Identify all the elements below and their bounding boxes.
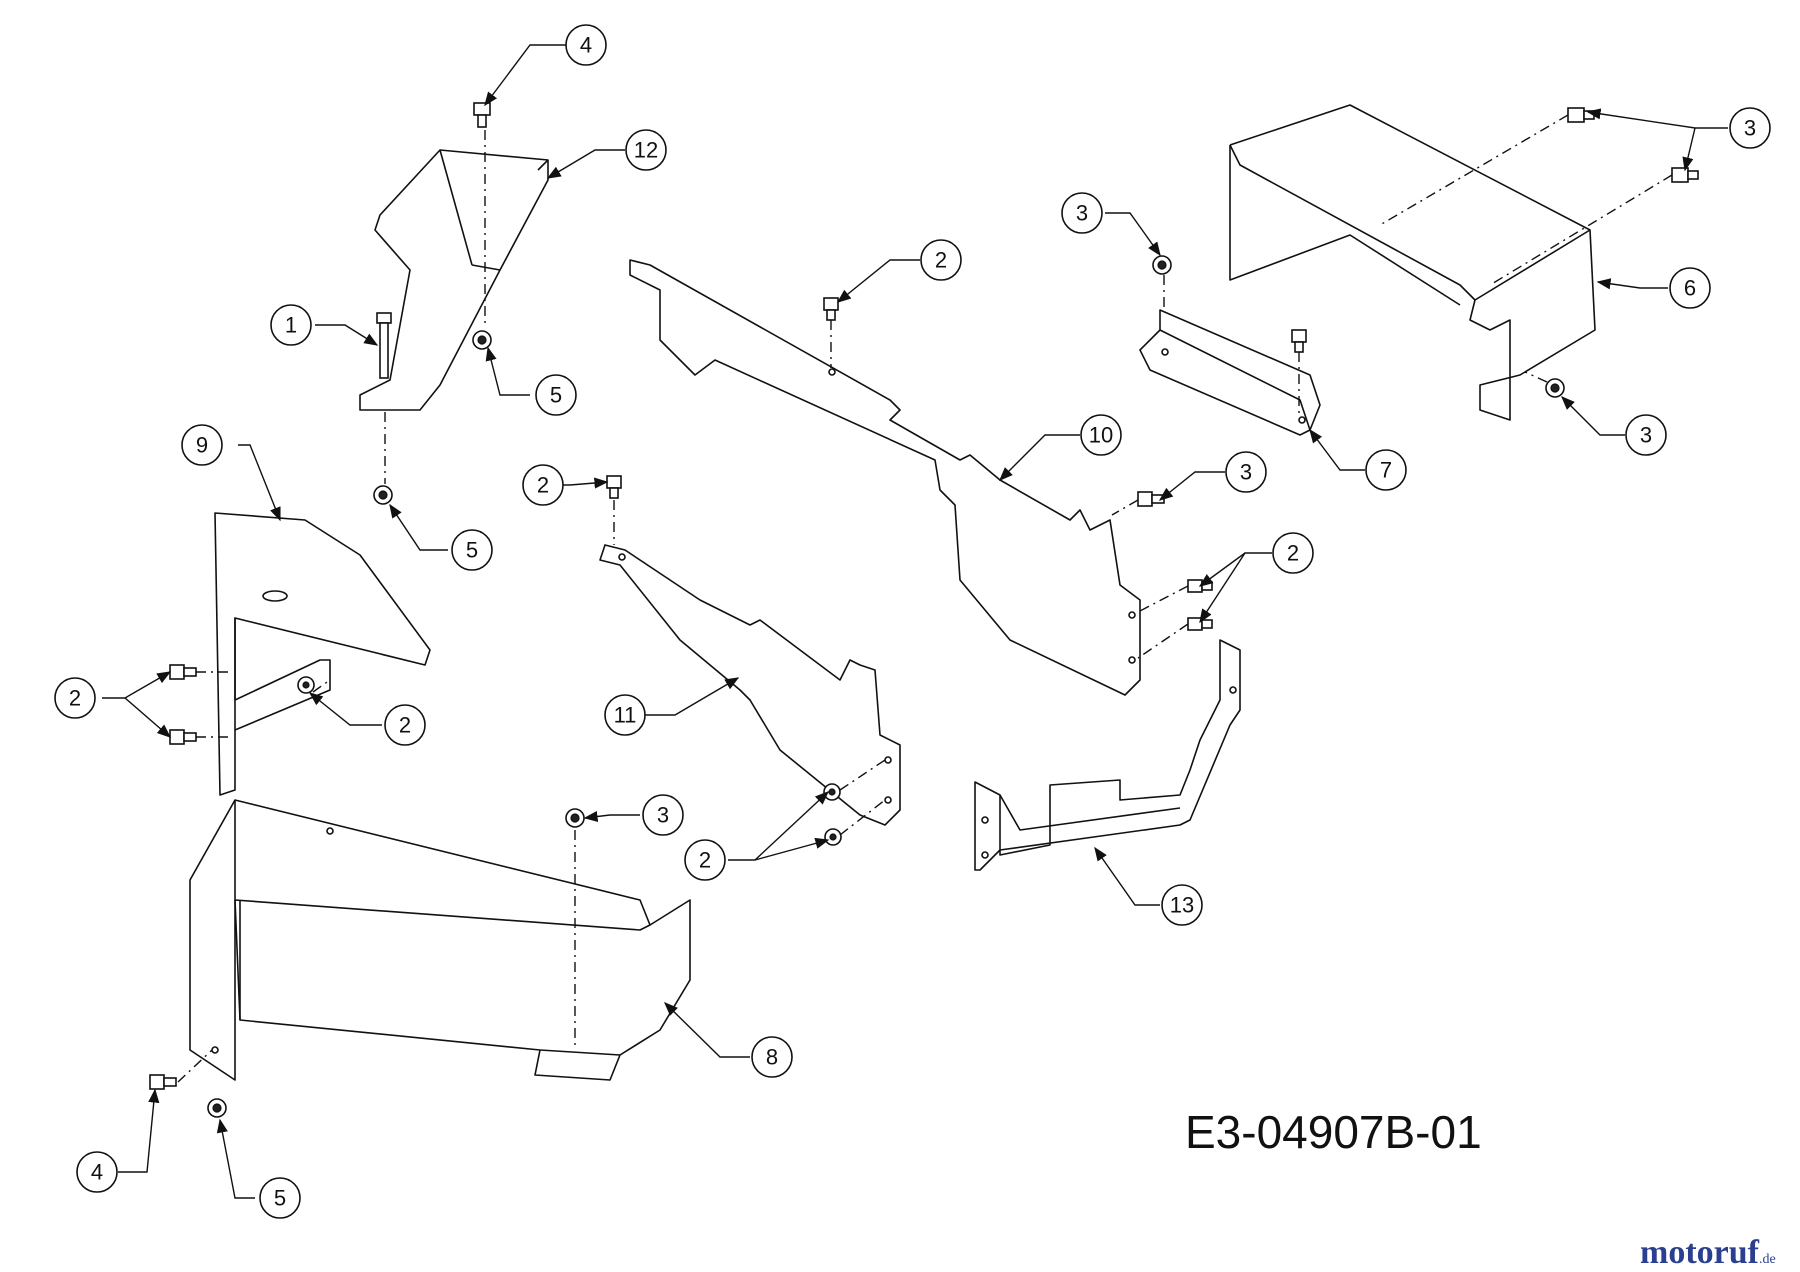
svg-text:3: 3 — [1744, 116, 1756, 141]
svg-text:5: 5 — [550, 383, 562, 408]
svg-text:4: 4 — [580, 33, 592, 58]
svg-text:6: 6 — [1684, 276, 1696, 301]
callout: 8 — [751, 1036, 793, 1078]
svg-text:10: 10 — [1089, 423, 1113, 448]
svg-text:2: 2 — [69, 686, 81, 711]
part-7-angle — [1139, 309, 1321, 436]
callout: 3 — [1061, 192, 1103, 234]
hardware-bolt-top — [473, 102, 491, 128]
hardware-bolt-3e — [1671, 167, 1699, 183]
svg-text:5: 5 — [466, 538, 478, 563]
hardware-nut-5a — [472, 330, 492, 350]
svg-text:2: 2 — [699, 848, 711, 873]
callout: 11 — [604, 694, 646, 736]
hardware-bolt-2g — [823, 297, 839, 321]
svg-text:3: 3 — [657, 803, 669, 828]
callout: 3 — [642, 794, 684, 836]
svg-text:2: 2 — [935, 248, 947, 273]
callout: 5 — [451, 529, 493, 571]
callout: 5 — [259, 1177, 301, 1219]
callout: 2 — [522, 464, 564, 506]
callout: 4 — [565, 24, 607, 66]
svg-text:2: 2 — [537, 473, 549, 498]
svg-text:3: 3 — [1076, 201, 1088, 226]
hardware-bolt-3b — [1137, 491, 1165, 507]
hardware-nut-3c — [1152, 255, 1172, 275]
part-1-bolt — [376, 312, 392, 379]
svg-text:3: 3 — [1240, 460, 1252, 485]
svg-text:8: 8 — [766, 1045, 778, 1070]
hardware-bolt-2i — [1187, 617, 1213, 631]
callout: 5 — [535, 374, 577, 416]
callout: 13 — [1161, 884, 1203, 926]
svg-text:4: 4 — [91, 1160, 103, 1185]
hardware-nut-2e — [823, 783, 841, 801]
svg-text:12: 12 — [634, 138, 658, 163]
hardware-bolt-2d — [606, 475, 622, 499]
callout: 3 — [1225, 451, 1267, 493]
callout: 2 — [684, 839, 726, 881]
callout: 10 — [1080, 414, 1122, 456]
callout: 7 — [1365, 449, 1407, 491]
callout: 2 — [1272, 532, 1314, 574]
part-10-bracket — [629, 259, 1141, 696]
hardware-bolt-3d — [1567, 107, 1595, 123]
svg-text:7: 7 — [1380, 458, 1392, 483]
callout: 1 — [270, 304, 312, 346]
svg-text:9: 9 — [196, 433, 208, 458]
svg-text:2: 2 — [399, 713, 411, 738]
hardware-nut-5c — [207, 1098, 227, 1118]
centerlines — [177, 114, 1673, 1083]
callout: 4 — [76, 1151, 118, 1193]
part-12-bracket — [359, 149, 549, 411]
part-11-bracket — [599, 544, 901, 826]
svg-text:1: 1 — [285, 313, 297, 338]
hardware-bolt-4b — [149, 1074, 177, 1090]
callout: 3 — [1625, 414, 1667, 456]
svg-text:5: 5 — [274, 1186, 286, 1211]
hardware-bolt-2b — [169, 729, 197, 745]
watermark-logo: motoruf.de — [1640, 1234, 1776, 1271]
callout: 2 — [384, 704, 426, 746]
svg-text:2: 2 — [1287, 541, 1299, 566]
callout: 12 — [625, 129, 667, 171]
leader-lines — [102, 44, 1728, 1199]
hardware-nut-3f — [1545, 378, 1565, 398]
hardware-nut-3a — [565, 808, 585, 828]
hardware-nut-2f — [824, 828, 842, 846]
callout: 6 — [1669, 267, 1711, 309]
svg-text:13: 13 — [1170, 893, 1194, 918]
drawing-code: E3-04907B-01 — [1185, 1106, 1482, 1158]
callout: 2 — [920, 239, 962, 281]
callout: 2 — [54, 677, 96, 719]
part-9-shield — [214, 512, 431, 796]
callout: 3 — [1729, 107, 1771, 149]
svg-text:11: 11 — [614, 703, 637, 728]
hardware-nut-2c — [297, 676, 315, 694]
hardware-bolt-7 — [1291, 329, 1307, 353]
part-6-cover — [1229, 104, 1596, 421]
part-8-shield — [189, 799, 691, 1081]
callout: 9 — [181, 424, 223, 466]
part-13-bracket — [974, 639, 1241, 871]
hardware-nut-5b — [373, 485, 393, 505]
hardware-bolt-2a — [169, 664, 197, 680]
svg-text:3: 3 — [1640, 423, 1652, 448]
